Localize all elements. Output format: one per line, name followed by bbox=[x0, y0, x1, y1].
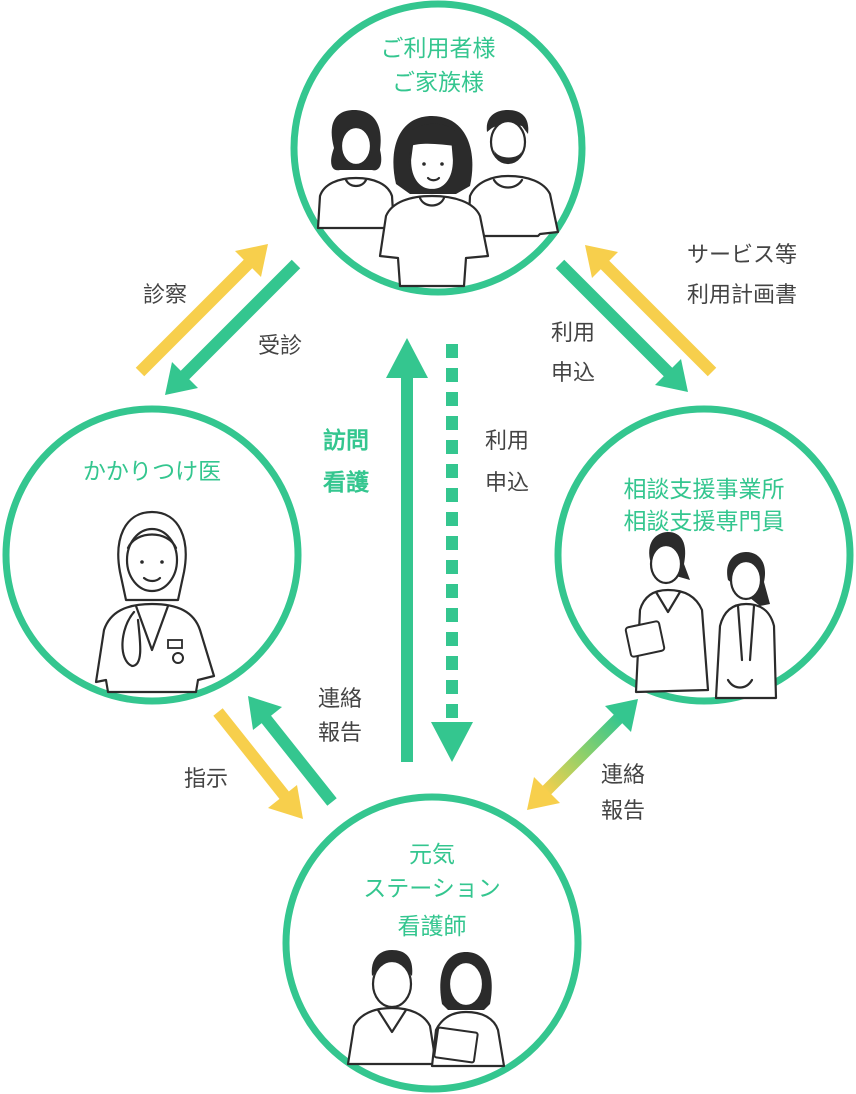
edge-label-jushin: 受診 bbox=[258, 334, 302, 359]
staff-standing-figure bbox=[714, 552, 778, 700]
arrow-service-plan bbox=[585, 245, 717, 377]
edge-label-riyou-center-line1: 利用 bbox=[485, 429, 529, 454]
nurse-label-line1: 元気 bbox=[409, 842, 455, 868]
consultant-label-line2: 相談支援専門員 bbox=[624, 509, 785, 535]
edge-label-shinsatsu: 診察 bbox=[143, 283, 187, 308]
arrow-shinsatsu bbox=[135, 244, 268, 377]
edge-label-service-plan-line2: 利用計画書 bbox=[687, 283, 797, 308]
arrow-jushin bbox=[165, 259, 301, 395]
family-label-line1: ご利用者様 bbox=[381, 36, 496, 62]
nurse-node-circle bbox=[282, 793, 582, 1093]
edge-label-renraku-right-line1: 連絡 bbox=[601, 763, 645, 788]
edge-label-renraku-left-line2: 報告 bbox=[318, 721, 362, 746]
woman-left-figure bbox=[316, 110, 396, 230]
arrow-riyou-center bbox=[431, 344, 473, 762]
nurse-label-line3: 看護師 bbox=[398, 914, 467, 940]
consultant-label-line1: 相談支援事業所 bbox=[624, 477, 785, 503]
woman-center-figure bbox=[378, 116, 490, 288]
edge-label-riyou-center-line2: 申込 bbox=[485, 471, 529, 496]
edge-label-houmon-line1: 訪問 bbox=[323, 427, 369, 454]
male-nurse-figure bbox=[346, 950, 438, 1066]
arrow-riyou-right bbox=[555, 259, 688, 392]
arrow-renraku-left bbox=[248, 696, 337, 806]
doctor-illustration bbox=[94, 510, 216, 694]
edge-label-riyou-right-line1: 利用 bbox=[551, 321, 595, 346]
arrow-shiji bbox=[213, 708, 303, 819]
consultant-illustration bbox=[624, 532, 778, 700]
arrow-houmon-kango bbox=[386, 338, 428, 762]
family-label-line2: ご家族様 bbox=[392, 70, 484, 96]
edge-label-renraku-right-line2: 報告 bbox=[601, 799, 645, 824]
staff-with-tablet-figure bbox=[624, 532, 710, 694]
edge-label-riyou-right-line2: 申込 bbox=[551, 361, 595, 386]
edge-label-houmon-line2: 看護 bbox=[323, 469, 370, 496]
female-nurse-figure bbox=[430, 952, 506, 1068]
edge-label-renraku-left-line1: 連絡 bbox=[318, 687, 362, 712]
nurse-illustration bbox=[346, 950, 506, 1068]
family-illustration bbox=[316, 110, 560, 288]
doctor-label: かかりつけ医 bbox=[83, 459, 221, 485]
man-right-figure bbox=[466, 110, 560, 238]
nurse-label-line2: ステーション bbox=[363, 876, 501, 902]
edge-label-shiji: 指示 bbox=[184, 767, 228, 792]
arrow-renraku-right bbox=[527, 699, 638, 810]
edge-label-service-plan-line1: サービス等 bbox=[687, 243, 797, 268]
